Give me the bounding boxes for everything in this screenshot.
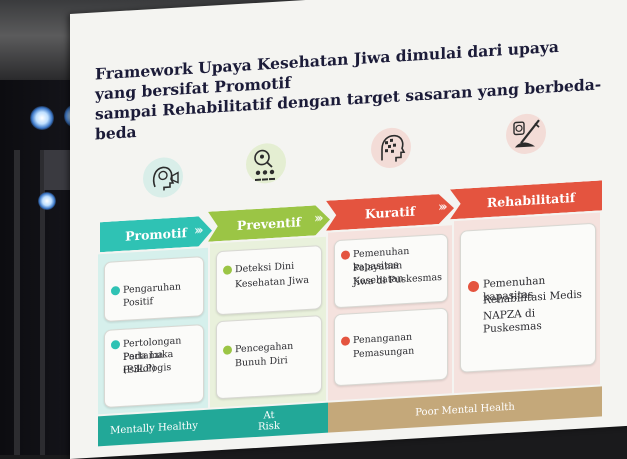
chevron-icon: ››› <box>314 211 321 227</box>
phase-rehabilitatif-label: Rehabilitatif <box>486 189 576 210</box>
bullet-dot <box>468 280 479 293</box>
band-at-risk-label-2: Risk <box>258 420 280 433</box>
stage-truss <box>40 150 45 455</box>
card-pemenuhan-pelayanan: Pemenuhan kapasitas Pelayanan Kesehatan … <box>334 233 448 309</box>
stage-light <box>38 192 56 210</box>
stage-truss <box>14 150 20 455</box>
card-text-line: Kesehatan Jiwa <box>235 274 310 291</box>
light-fixture <box>44 150 72 190</box>
brain-head-icon <box>370 126 412 170</box>
band-at-risk-label-1: At <box>263 409 275 422</box>
card-pertolongan-pertama: Pertolongan Pertama Pada Luka Psikologis… <box>104 324 204 408</box>
bullet-dot <box>111 286 120 296</box>
chevron-icon: ››› <box>194 223 201 239</box>
bullet-dot <box>223 345 232 355</box>
card-penanganan-pemasungan: Penanganan Pemasungan <box>334 307 448 387</box>
card-text-line: (P3LP) <box>123 362 156 376</box>
chevron-icon: ››› <box>438 199 445 216</box>
phase-promotif-label: Promotif <box>125 224 187 244</box>
phase-kuratif-label: Kuratif <box>364 202 416 221</box>
stage-light <box>30 106 54 130</box>
card-text-line: Pemasungan <box>353 345 415 361</box>
card-text-line: Deteksi Dini <box>235 260 295 276</box>
card-pencegahan-bunuh-diri: Pencegahan Bunuh Diri <box>216 315 322 400</box>
bullet-dot <box>111 340 120 350</box>
phase-preventif: Preventif <box>208 205 330 242</box>
bullet-dot <box>223 265 232 275</box>
card-text: Pengaruhan Positif <box>123 281 182 309</box>
syringe-pill-icon <box>505 112 547 156</box>
bullet-dot <box>341 250 350 260</box>
magnifier-people-icon <box>245 141 287 185</box>
bullet-dot <box>341 336 350 346</box>
card-text-line: Bunuh Diri <box>235 355 288 370</box>
head-megaphone-icon <box>142 155 184 199</box>
card-text-line: NAPZA di Puskesmas <box>483 307 542 336</box>
band-mentally-healthy-label: Mentally Healthy <box>110 419 198 437</box>
card-rehabilitasi-medis: Pemenuhan kapasitas Rehabilitasi Medis N… <box>460 222 596 373</box>
band-poor-mental-health-label: Poor Mental Health <box>415 401 515 418</box>
band-mentally-healthy: Mentally Healthy <box>98 409 210 447</box>
band-at-risk: At Risk <box>210 402 328 440</box>
phase-kuratif: Kuratif <box>326 193 454 231</box>
card-deteksi-dini: Deteksi Dini Kesehatan Jiwa <box>216 245 322 316</box>
card-pengaruhan-positif: Pengaruhan Positif <box>104 256 204 322</box>
projection-screen: Framework Upaya Kesehatan Jiwa dimulai d… <box>70 0 627 459</box>
phase-preventif-label: Preventif <box>236 213 302 233</box>
